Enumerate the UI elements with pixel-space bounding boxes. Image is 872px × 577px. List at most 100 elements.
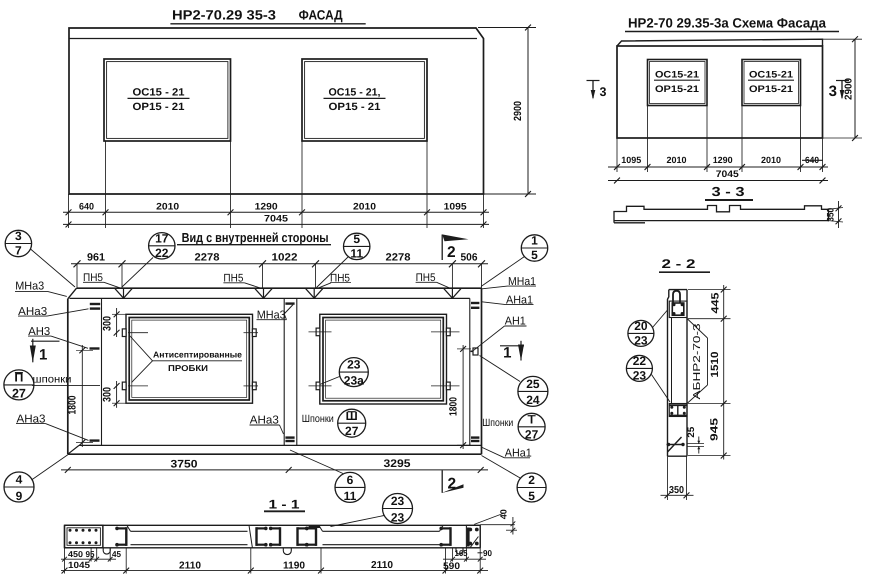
svg-text:27: 27 xyxy=(345,424,359,438)
svg-text:ОР15 - 21: ОР15 - 21 xyxy=(133,101,185,113)
svg-text:АНа1: АНа1 xyxy=(505,448,532,460)
svg-text:Ш: Ш xyxy=(346,409,358,423)
svg-text:ПН5: ПН5 xyxy=(83,272,103,284)
svg-text:АН3: АН3 xyxy=(28,326,50,338)
svg-text:НР2-70 29.35-3а Схема Фасада: НР2-70 29.35-3а Схема Фасада xyxy=(628,16,826,31)
svg-text:ОР15-21: ОР15-21 xyxy=(749,84,794,95)
svg-text:5: 5 xyxy=(531,248,538,262)
svg-text:3 - 3: 3 - 3 xyxy=(712,184,745,199)
svg-text:2 - 2: 2 - 2 xyxy=(662,257,696,271)
svg-text:5: 5 xyxy=(528,489,535,503)
svg-text:2: 2 xyxy=(528,473,535,487)
svg-text:1045: 1045 xyxy=(68,560,90,570)
svg-text:шпонки: шпонки xyxy=(33,373,72,385)
svg-text:445: 445 xyxy=(709,292,721,313)
svg-text:1: 1 xyxy=(531,234,538,248)
svg-text:23: 23 xyxy=(347,358,361,372)
svg-text:7: 7 xyxy=(15,244,22,258)
svg-text:АБНР2-70-3: АБНР2-70-3 xyxy=(692,323,703,400)
svg-text:ОР15 - 21: ОР15 - 21 xyxy=(329,101,381,113)
svg-text:ПН5: ПН5 xyxy=(223,272,243,284)
svg-text:2010: 2010 xyxy=(156,202,179,213)
svg-text:506: 506 xyxy=(461,251,478,263)
svg-text:350: 350 xyxy=(826,208,837,222)
svg-text:Вид с внутренней стороны: Вид с внутренней стороны xyxy=(182,230,329,245)
svg-text:24: 24 xyxy=(526,393,540,407)
svg-text:11: 11 xyxy=(344,489,357,503)
svg-text:22: 22 xyxy=(633,354,647,368)
svg-text:1190: 1190 xyxy=(283,561,305,572)
svg-text:2: 2 xyxy=(447,244,456,261)
svg-text:1 - 1: 1 - 1 xyxy=(269,497,300,511)
svg-text:23: 23 xyxy=(391,510,405,524)
svg-text:1: 1 xyxy=(39,347,47,364)
svg-text:300: 300 xyxy=(102,387,114,402)
svg-text:23а: 23а xyxy=(344,373,364,387)
svg-text:25: 25 xyxy=(526,377,540,391)
svg-text:2010: 2010 xyxy=(761,155,781,165)
svg-text:3: 3 xyxy=(15,229,22,243)
svg-text:3: 3 xyxy=(600,85,607,99)
svg-text:640: 640 xyxy=(79,202,94,213)
svg-text:350: 350 xyxy=(669,485,684,496)
svg-text:2: 2 xyxy=(448,476,457,493)
svg-text:НР2-70.29 35-3: НР2-70.29 35-3 xyxy=(172,8,277,23)
svg-text:АНа3: АНа3 xyxy=(250,415,279,427)
svg-text:22: 22 xyxy=(155,246,169,260)
svg-text:23: 23 xyxy=(391,494,405,508)
svg-text:2010: 2010 xyxy=(353,202,376,213)
svg-text:95: 95 xyxy=(86,549,95,559)
svg-text:I: I xyxy=(530,412,533,426)
svg-text:17: 17 xyxy=(155,231,169,245)
svg-text:АН1: АН1 xyxy=(505,316,526,328)
svg-text:40: 40 xyxy=(498,509,508,519)
svg-text:МНа1: МНа1 xyxy=(508,276,536,288)
svg-text:2900: 2900 xyxy=(512,101,524,121)
svg-text:МНа3: МНа3 xyxy=(257,309,286,321)
svg-text:1290: 1290 xyxy=(255,202,278,213)
svg-text:1800: 1800 xyxy=(448,397,460,416)
svg-text:П: П xyxy=(14,371,23,385)
svg-text:1095: 1095 xyxy=(444,202,468,213)
svg-text:9: 9 xyxy=(16,489,23,503)
svg-text:2110: 2110 xyxy=(371,560,393,571)
svg-text:ПРОБКИ: ПРОБКИ xyxy=(168,363,208,373)
svg-text:5: 5 xyxy=(353,232,360,246)
svg-text:3295: 3295 xyxy=(384,458,411,470)
svg-text:ОС15-21: ОС15-21 xyxy=(749,69,794,80)
svg-text:45: 45 xyxy=(112,549,121,559)
svg-text:ПН5: ПН5 xyxy=(416,272,436,284)
svg-text:ОР15-21: ОР15-21 xyxy=(655,84,700,95)
svg-text:2278: 2278 xyxy=(386,251,411,263)
svg-text:2900: 2900 xyxy=(844,78,855,100)
svg-text:27: 27 xyxy=(12,387,26,401)
svg-text:ОС15 - 21,: ОС15 - 21, xyxy=(329,86,381,98)
svg-text:945: 945 xyxy=(709,418,721,441)
svg-text:6: 6 xyxy=(347,473,354,487)
svg-text:ФАСАД: ФАСАД xyxy=(299,8,343,23)
svg-text:300: 300 xyxy=(102,316,114,331)
svg-text:АНа3: АНа3 xyxy=(17,413,46,425)
svg-text:25: 25 xyxy=(686,426,697,438)
svg-text:ПН5: ПН5 xyxy=(330,272,350,284)
svg-text:1800: 1800 xyxy=(66,395,78,414)
svg-text:1510: 1510 xyxy=(709,351,721,377)
svg-text:590: 590 xyxy=(443,561,460,572)
svg-text:ОС15 - 21: ОС15 - 21 xyxy=(133,86,185,98)
svg-text:27: 27 xyxy=(525,427,539,441)
svg-text:165: 165 xyxy=(455,548,468,558)
svg-text:90: 90 xyxy=(483,548,492,558)
svg-text:2110: 2110 xyxy=(179,560,201,571)
svg-text:23: 23 xyxy=(634,333,648,347)
svg-text:2278: 2278 xyxy=(195,251,220,263)
svg-text:7045: 7045 xyxy=(716,169,740,180)
svg-text:1095: 1095 xyxy=(621,155,641,165)
svg-text:АНа1: АНа1 xyxy=(506,294,533,306)
svg-text:ОС15-21: ОС15-21 xyxy=(655,69,700,80)
svg-text:2010: 2010 xyxy=(667,155,687,165)
svg-text:Антисептированные: Антисептированные xyxy=(153,350,242,360)
svg-text:АНа3: АНа3 xyxy=(18,306,47,318)
svg-text:1022: 1022 xyxy=(272,251,298,263)
svg-text:450: 450 xyxy=(68,549,83,559)
svg-text:20: 20 xyxy=(634,319,648,333)
